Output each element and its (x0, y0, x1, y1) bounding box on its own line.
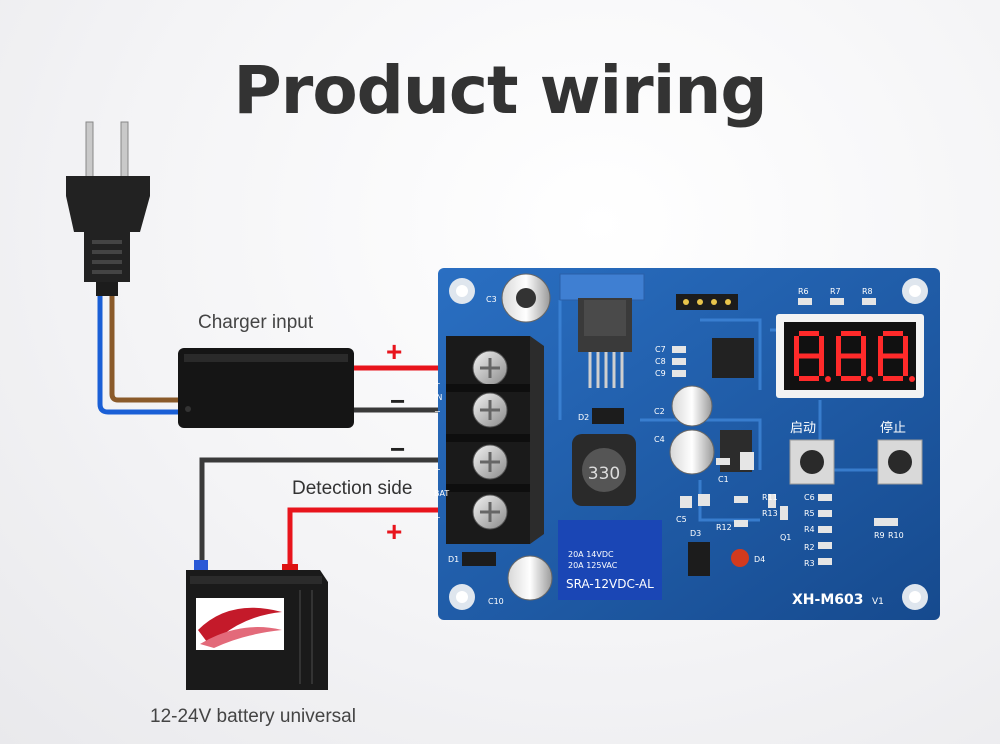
ac-wire-brown (109, 296, 182, 403)
relay-spec-1: 20A 14VDC (568, 550, 614, 559)
silk-r8: R8 (862, 287, 873, 296)
silk-in-plus: + (434, 379, 441, 388)
silk-c8: C8 (655, 357, 666, 366)
silk-r11: R11 (762, 493, 778, 502)
silk-r10: R10 (888, 531, 904, 540)
silk-c3: C3 (486, 295, 497, 304)
display-dot (909, 376, 915, 382)
controller-chip (712, 338, 754, 378)
start-label: 启动 (790, 421, 816, 436)
silk-r6: R6 (798, 287, 809, 296)
power-plug (66, 121, 150, 296)
battery-minus-wire (199, 457, 470, 570)
ac-wire-blue (97, 296, 182, 415)
display-segment (799, 331, 819, 336)
display-segment (883, 353, 903, 359)
relay (558, 520, 662, 600)
battery (186, 560, 328, 690)
display-segment (794, 336, 799, 356)
silk-r7: R7 (830, 287, 841, 296)
battery-label-text: 12-24V battery universal (150, 706, 356, 727)
terminal-block (446, 336, 544, 544)
silk-r4: R4 (804, 525, 815, 534)
stop-label: 停止 (880, 420, 906, 436)
silk-c7: C7 (655, 345, 666, 354)
display-segment (883, 376, 903, 381)
silk-c6: C6 (804, 493, 815, 502)
relay-spec-2: 20A 125VAC (568, 561, 618, 570)
display-segment (799, 376, 819, 381)
charger-minus-sign: − (390, 386, 406, 416)
battery-terminal-minus (194, 560, 208, 572)
terminal-screw-2 (472, 392, 508, 428)
silk-r5: R5 (804, 509, 815, 518)
plug-prong-right (120, 121, 129, 179)
display-segment (878, 356, 883, 376)
display-segment (841, 331, 861, 336)
battery-plus-wire (287, 507, 470, 575)
silk-c10: C10 (488, 597, 504, 606)
display-segment (878, 336, 883, 356)
inductor-code: 330 (588, 464, 620, 484)
display-segment (861, 356, 866, 376)
silk-d2: D2 (578, 413, 589, 422)
display-segment (903, 336, 908, 356)
silk-d3: D3 (690, 529, 701, 538)
page-title: Product wiring (233, 52, 767, 129)
charger-body (178, 348, 354, 428)
silk-c9: C9 (655, 369, 666, 378)
relay-model: SRA-12VDC-AL (566, 577, 654, 591)
silk-c4: C4 (654, 435, 665, 444)
led-d4 (731, 549, 749, 567)
display-segment (836, 356, 841, 376)
silk-r2: R2 (804, 543, 815, 552)
silk-bat-label: BAT (434, 489, 449, 498)
board-version: V1 (872, 597, 884, 607)
display-segment (799, 353, 819, 359)
display-segment (841, 353, 861, 359)
silk-d4: D4 (754, 555, 765, 564)
mounting-holes (449, 278, 928, 610)
silk-c2: C2 (654, 407, 665, 416)
display-segment (819, 336, 824, 356)
charger-plus-sign: + (386, 336, 403, 367)
silk-r13: R13 (762, 509, 778, 518)
charger (178, 348, 354, 428)
display-digits (794, 331, 915, 382)
silk-r9: R9 (874, 531, 885, 540)
display-segment (841, 376, 861, 381)
silk-q1: Q1 (780, 533, 791, 542)
terminal-screw-3 (472, 444, 508, 480)
display-segment (861, 336, 866, 356)
display-dot (867, 376, 873, 382)
silk-bat-minus: − (434, 465, 441, 474)
display-segment (836, 336, 841, 356)
silk-c5: C5 (676, 515, 687, 524)
detection-side-label: Detection side (292, 478, 413, 499)
display-dot (825, 376, 831, 382)
charger-input-label: Charger input (198, 312, 314, 333)
plug-body (66, 176, 150, 282)
silk-in-minus: − (434, 407, 441, 416)
terminal-screw-4 (472, 494, 508, 530)
terminal-screw-1 (472, 350, 508, 386)
board-model: XH-M603 (792, 592, 863, 608)
display-segment (903, 356, 908, 376)
display-segment (794, 356, 799, 376)
silk-in-label: IN (434, 393, 442, 402)
display-segment (819, 356, 824, 376)
battery-plus-sign: + (386, 516, 403, 547)
plug-prong-left (85, 121, 94, 179)
silk-r3: R3 (804, 559, 815, 568)
silk-d1: D1 (448, 555, 459, 564)
silk-bat-plus: + (434, 513, 441, 522)
battery-minus-sign: − (390, 434, 406, 464)
silk-r12: R12 (716, 523, 732, 532)
display-segment (883, 331, 903, 336)
silk-c1: C1 (718, 475, 729, 484)
